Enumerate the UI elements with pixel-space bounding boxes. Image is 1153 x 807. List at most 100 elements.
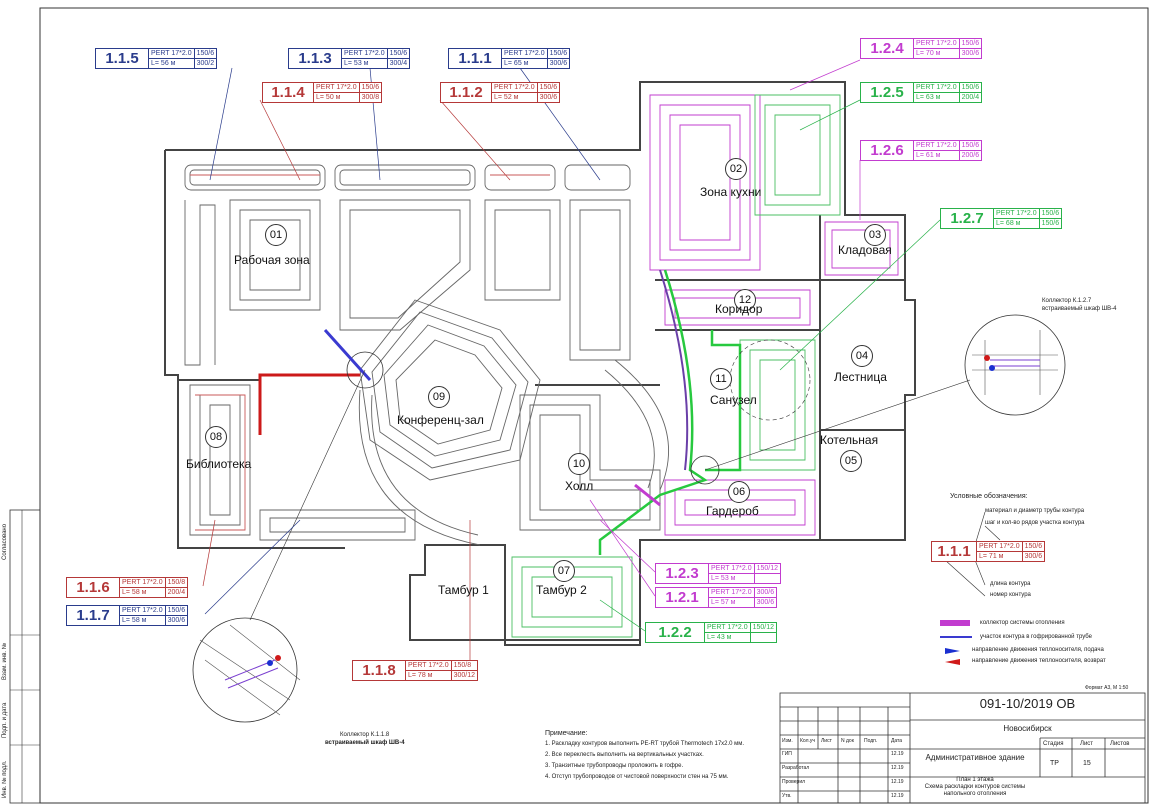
circuit-id: 1.1.5: [96, 49, 149, 68]
circuit-rows: 300/8: [361, 94, 380, 101]
pipe-loops-red: [190, 174, 550, 531]
circuit-step: 150/6: [959, 84, 982, 93]
circuit-length: L= 63 м: [914, 93, 960, 102]
circuit-rows: 300/6: [961, 50, 980, 57]
date-3: 12.19: [891, 779, 904, 785]
legend-symbols: [940, 511, 1001, 665]
room-number-11: 11: [710, 368, 732, 390]
circuit-rows: 300/6: [167, 617, 186, 624]
circuit-id: 1.2.1: [656, 588, 709, 607]
circuit-step: 150/6: [387, 50, 410, 59]
legend-item-1: коллектор системы отопления: [980, 620, 1065, 626]
room-name-04: Лестница: [834, 370, 887, 384]
room-name-01: Рабочая зона: [234, 253, 310, 267]
note-item: 4. Отступ трубопроводов от чистовой пове…: [545, 774, 729, 780]
legend-line-2: шаг и кол-во рядов участка контура: [985, 520, 1085, 526]
room-number-07: 07: [553, 560, 575, 582]
circuit-pipe: PERT 17*2.0: [994, 209, 1040, 219]
circuit-rows: 200/4: [167, 589, 186, 596]
note-item: 3. Транзитные трубопроводы проложить в г…: [545, 763, 684, 769]
circuit-step: 300/6: [754, 589, 777, 598]
circuit-id: 1.2.4: [861, 39, 914, 58]
circuit-length: L= 53 м: [342, 59, 388, 68]
hdr-kol: Кол.уч: [800, 738, 815, 744]
circuit-pipe: PERT 17*2.0: [914, 39, 960, 49]
collector-mark-left: [346, 351, 384, 389]
circuit-rows: 300/6: [1024, 553, 1043, 560]
circuit-rows: 200/4: [961, 94, 980, 101]
circuit-rows: 300/6: [539, 94, 558, 101]
circuit-rows: 300/12: [453, 672, 476, 679]
circuit-length: L= 58 м: [120, 616, 166, 625]
circuit-id: 1.1.2: [441, 83, 492, 102]
room-name-03: Кладовая: [838, 243, 892, 257]
circuit-rows: [751, 633, 776, 642]
doc-number: 091-10/2019 ОВ: [979, 696, 1076, 711]
circuit-step: 150/6: [959, 142, 982, 151]
transit-pipe-green-2: [705, 330, 742, 472]
room-name-06: Гардероб: [706, 504, 759, 518]
circuit-pipe: PERT 17*2.0: [709, 588, 755, 598]
circuit-rows: [755, 574, 780, 583]
circuit-pipe: PERT 17*2.0: [149, 49, 195, 59]
room-name-tambur-1: Тамбур 1: [438, 583, 489, 597]
note-item: 2. Все переклесть выполнить на вертикаль…: [545, 752, 704, 758]
circuit-length: L= 71 м: [977, 552, 1023, 561]
collector-left-caption-1: Коллектор К.1.1.8: [340, 732, 390, 738]
circuit-id: 1.2.6: [861, 141, 914, 160]
date-1: 12.19: [891, 751, 904, 757]
notes-title: Примечание:: [545, 730, 588, 737]
circuit-rows: 300/4: [389, 60, 408, 67]
transit-pipe-purple: [659, 269, 689, 471]
circuit-id: 1.1.7: [67, 606, 120, 625]
circuit-pipe: PERT 17*2.0: [709, 564, 755, 574]
notes-block: Примечание: 1. Раскладку контуров выполн…: [545, 728, 744, 783]
collector-right-caption-2: встраиваемый шкаф ШВ-4: [1042, 306, 1117, 312]
room-number-02: 02: [725, 158, 747, 180]
hdr-podp: Подп.: [864, 738, 878, 744]
sheet-title-line: напольного отопления: [943, 791, 1007, 797]
room-number-06: 06: [728, 481, 750, 503]
circuit-id: 1.1.4: [263, 83, 314, 102]
circuit-id: 1.2.7: [941, 209, 994, 228]
side-stamp-1: Согласовано: [2, 523, 8, 560]
room-name-09: Конференц-зал: [397, 413, 484, 427]
room-name-10: Холл: [565, 479, 594, 493]
collector-right-bundle: [634, 483, 661, 507]
date-4: 12.19: [891, 793, 904, 799]
role-prover: Проверил: [782, 779, 806, 785]
side-stamp-2: Взам. инв. №: [2, 642, 8, 680]
title-block-grid: [779, 692, 1146, 804]
room-name-02: Зона кухни: [700, 185, 762, 199]
circuit-step: 150/6: [165, 607, 188, 616]
circuit-id: 1.1.1: [932, 542, 977, 561]
circuit-rows: 300/2: [196, 60, 215, 67]
room-name-05: Котельная: [820, 433, 879, 447]
room-number-12: 12: [734, 289, 756, 311]
legend-item-3: направление движения теплоносителя, пода…: [972, 647, 1104, 653]
legend-line-4: номер контура: [990, 592, 1031, 598]
collector-mark-right: [690, 455, 720, 485]
circuit-step: 150/12: [750, 624, 777, 633]
circuit-length: L= 65 м: [502, 59, 548, 68]
walls: [164, 81, 916, 646]
role-utv: Утв.: [782, 793, 792, 799]
circuit-step: 150/6: [547, 50, 570, 59]
stage-header: Стадия: [1043, 741, 1064, 747]
pipe-loops-green: [511, 94, 841, 638]
side-stamp-frame: [9, 509, 41, 804]
stage-value: ТР: [1050, 760, 1059, 767]
side-stamp-4: Инв. № подл.: [2, 760, 8, 798]
collector-left-bundle: [323, 328, 372, 382]
